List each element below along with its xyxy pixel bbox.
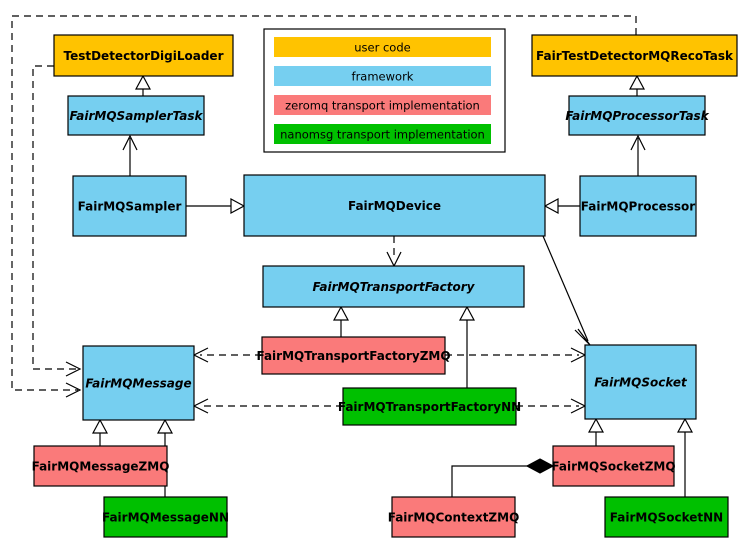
edge-device-to-socket — [542, 235, 589, 342]
class-box-rect — [243, 174, 546, 237]
class-box-label: FairMQSampler — [78, 200, 182, 214]
class-box-FairMQTransportFactory[interactable]: FairMQTransportFactory — [262, 265, 525, 308]
class-box-label: FairMQDevice — [348, 199, 441, 213]
edge-contextzmq-to-socketzmq — [451, 465, 540, 497]
legend: user code framework zeromq transport imple… — [263, 28, 506, 153]
arrowhead-processor-to-device — [543, 197, 559, 215]
arrowhead-socketzmq-to-socket — [587, 417, 605, 433]
legend-swatch — [274, 95, 491, 115]
legend-label: user code — [354, 41, 410, 55]
class-box-label: FairMQSamplerTask — [69, 109, 203, 123]
edge-recotask-to-message — [11, 15, 637, 391]
class-box-label: FairMQMessage — [85, 377, 191, 391]
class-box-rect — [568, 95, 706, 136]
class-box-label: FairMQMessageZMQ — [32, 460, 170, 474]
legend-label: framework — [352, 70, 414, 84]
class-box-rect — [103, 496, 228, 538]
class-box-FairMQSocketZMQ[interactable]: FairMQSocketZMQ — [551, 445, 676, 487]
arrowhead-recotask-to-message — [65, 382, 82, 398]
class-box-rect — [579, 175, 697, 237]
arrowhead-digiloader-to-message — [65, 361, 82, 377]
class-box-FairMQSocketNN[interactable]: FairMQSocketNN — [604, 496, 729, 538]
legend-item-zeromq: zeromq transport implementation — [274, 95, 491, 115]
class-box-rect — [262, 265, 525, 308]
class-box-label: FairMQTransportFactoryNN — [338, 400, 521, 414]
class-box-label: FairMQSocketNN — [610, 511, 723, 525]
arrowhead-messagenn-to-message — [156, 418, 174, 434]
edge-layer — [11, 15, 694, 497]
legend-label: zeromq transport implementation — [285, 99, 480, 113]
class-box-FairMQContextZMQ[interactable]: FairMQContextZMQ — [388, 496, 520, 538]
class-box-FairMQProcessorTask[interactable]: FairMQProcessorTask — [565, 95, 710, 136]
legend-swatch — [274, 37, 491, 57]
legend-items: user code framework zeromq transport imple… — [274, 37, 491, 144]
class-box-label: FairMQMessageNN — [102, 511, 229, 525]
edge-digiloader-to-message — [32, 65, 78, 370]
class-box-TestDetectorDigiLoader[interactable]: TestDetectorDigiLoader — [53, 34, 234, 77]
arrowhead-processor-to-processortask — [630, 134, 646, 151]
class-box-FairMQTransportFactoryZMQ[interactable]: FairMQTransportFactoryZMQ — [256, 336, 451, 375]
arrowhead-sampler-to-device — [230, 197, 246, 215]
class-box-FairMQSocket[interactable]: FairMQSocket — [584, 344, 697, 420]
class-box-label: FairMQTransportFactory — [313, 280, 476, 294]
class-box-label: TestDetectorDigiLoader — [63, 49, 223, 63]
arrowhead-factoryzmq-to-factory — [332, 305, 350, 321]
class-box-rect — [72, 175, 187, 237]
class-box-FairMQSamplerTask[interactable]: FairMQSamplerTask — [67, 95, 205, 136]
legend-label: nanomsg transport implementation — [280, 128, 485, 142]
class-box-FairMQMessage[interactable]: FairMQMessage — [82, 345, 195, 421]
class-box-label: FairMQSocketZMQ — [551, 460, 675, 474]
class-box-rect — [261, 336, 446, 375]
arrowhead-socketnn-to-socket — [676, 417, 694, 433]
class-box-FairMQMessageNN[interactable]: FairMQMessageNN — [102, 496, 229, 538]
class-box-label: FairMQContextZMQ — [388, 511, 520, 525]
arrowhead-messagezmq-to-message — [91, 418, 109, 434]
legend-item-framework: framework — [274, 66, 491, 86]
legend-item-nanomsg: nanomsg transport implementation — [274, 124, 491, 144]
node-layer: TestDetectorDigiLoaderFairMQSamplerTaskF… — [32, 34, 738, 538]
class-box-rect — [391, 496, 516, 538]
legend-swatch — [274, 124, 491, 144]
class-box-rect — [342, 387, 517, 426]
class-box-label: FairMQProcessorTask — [565, 109, 709, 123]
arrowhead-sampler-to-samplertask — [122, 134, 138, 151]
class-box-rect — [531, 34, 738, 77]
class-box-FairMQDevice[interactable]: FairMQDevice — [243, 174, 546, 237]
class-box-FairMQMessageZMQ[interactable]: FairMQMessageZMQ — [32, 445, 170, 487]
class-box-label: FairMQSocket — [594, 376, 688, 390]
class-box-FairTestDetectorMQRecoTask[interactable]: FairTestDetectorMQRecoTask — [531, 34, 738, 77]
class-box-label: FairMQTransportFactoryZMQ — [256, 349, 450, 363]
arrowhead-factorynn-to-factory — [458, 305, 476, 321]
class-box-FairMQSampler[interactable]: FairMQSampler — [72, 175, 187, 237]
class-box-rect — [53, 34, 234, 77]
class-box-FairMQTransportFactoryNN[interactable]: FairMQTransportFactoryNN — [338, 387, 521, 426]
class-box-rect — [67, 95, 205, 136]
class-box-rect — [552, 445, 675, 487]
arrowhead-processortask-to-recotask — [628, 74, 646, 90]
class-box-rect — [82, 345, 195, 421]
diamond-contextzmq-to-socketzmq — [525, 458, 555, 474]
class-box-FairMQProcessor[interactable]: FairMQProcessor — [579, 175, 697, 237]
legend-item-user_code: user code — [274, 37, 491, 57]
arrowhead-samplertask-to-digiloader — [134, 74, 152, 90]
class-box-rect — [604, 496, 729, 538]
class-box-rect — [584, 344, 697, 420]
legend-swatch — [274, 66, 491, 86]
class-box-label: FairMQProcessor — [581, 200, 696, 214]
class-box-label: FairTestDetectorMQRecoTask — [536, 49, 734, 63]
class-box-rect — [33, 445, 168, 487]
